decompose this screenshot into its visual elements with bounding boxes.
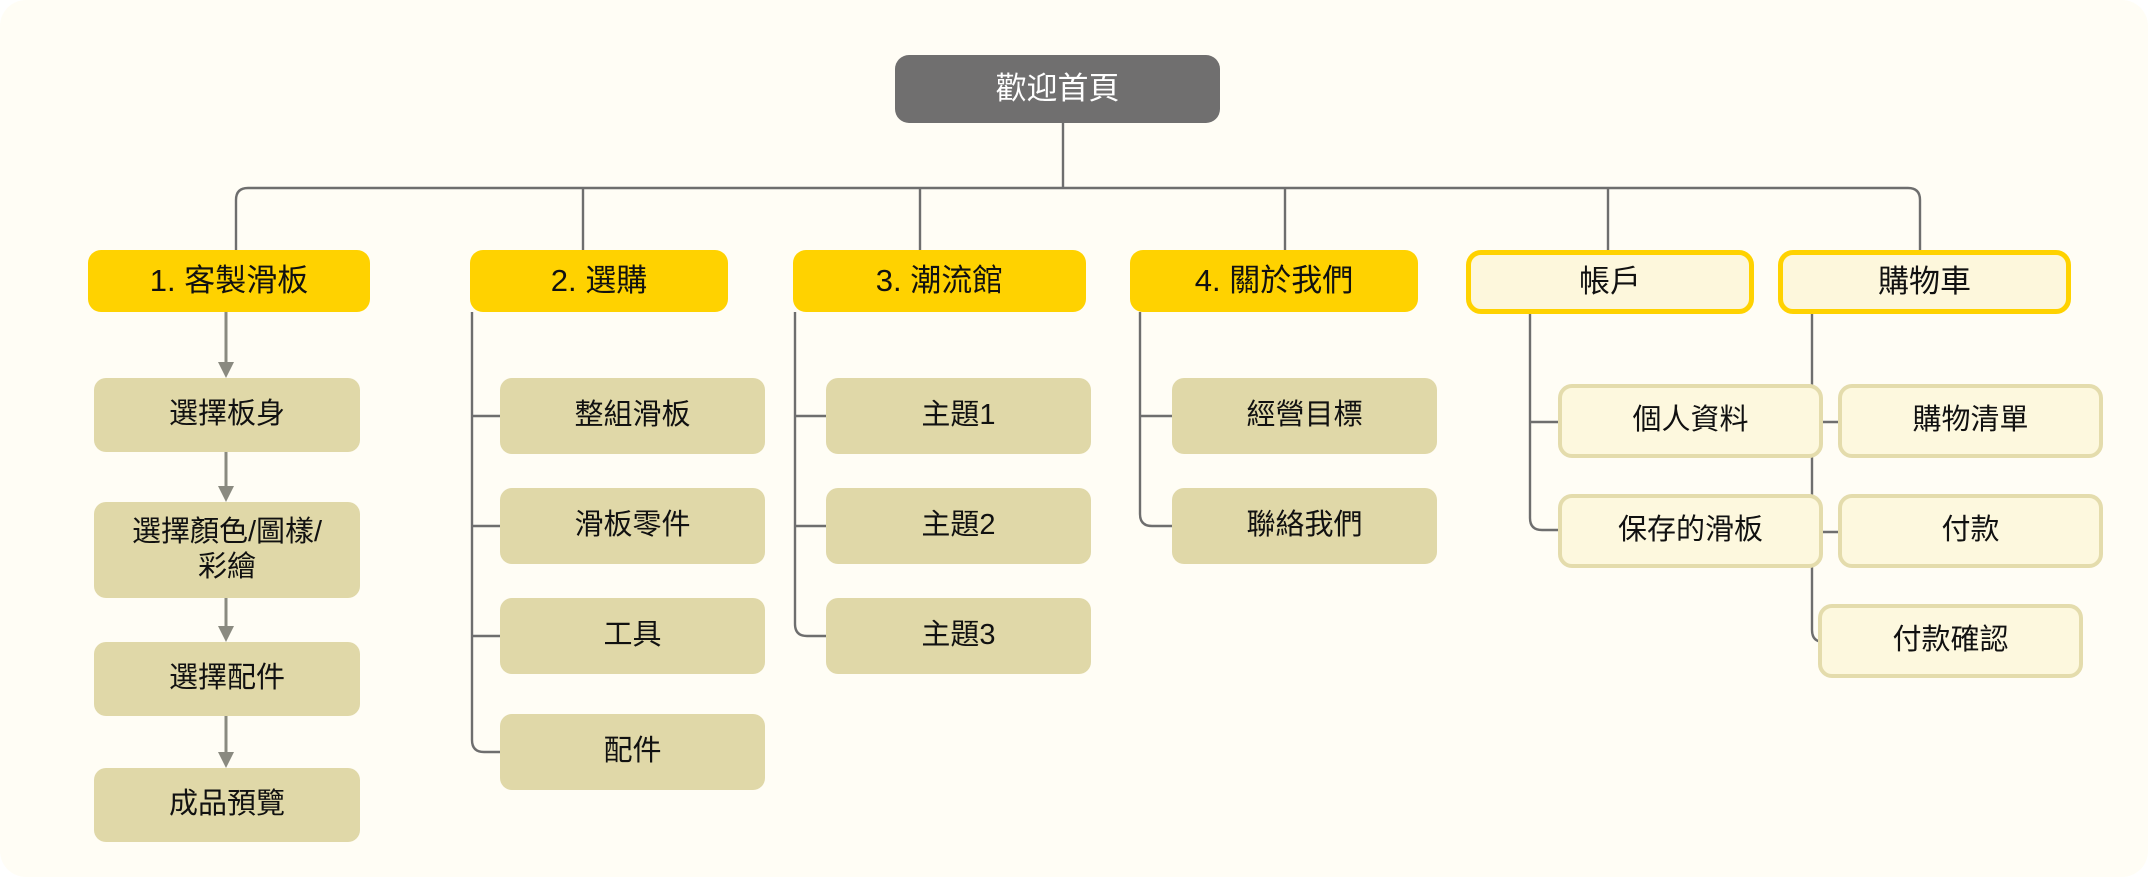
node-saved-boards[interactable]: 保存的滑板	[1558, 494, 1823, 568]
node-shop[interactable]: 2. 選購	[470, 250, 728, 312]
node-business-goals[interactable]: 經營目標	[1172, 378, 1437, 454]
node-about-us[interactable]: 4. 關於我們	[1130, 250, 1418, 312]
node-product-preview[interactable]: 成品預覽	[94, 768, 360, 842]
node-shopping-list[interactable]: 購物清單	[1838, 384, 2103, 458]
level1-bus	[234, 186, 1922, 256]
node-root-welcome[interactable]: 歡迎首頁	[895, 55, 1220, 123]
node-personal-profile[interactable]: 個人資料	[1558, 384, 1823, 458]
bracket-account-trunk	[1528, 312, 1558, 532]
node-select-deck[interactable]: 選擇板身	[94, 378, 360, 452]
node-custom-board[interactable]: 1. 客製滑板	[88, 250, 370, 312]
node-trend-hall[interactable]: 3. 潮流館	[793, 250, 1086, 312]
node-theme-1[interactable]: 主題1	[826, 378, 1091, 454]
node-shop-accessories[interactable]: 配件	[500, 714, 765, 790]
node-skateboard-parts[interactable]: 滑板零件	[500, 488, 765, 564]
node-tools[interactable]: 工具	[500, 598, 765, 674]
node-contact-us[interactable]: 聯絡我們	[1172, 488, 1437, 564]
node-select-color-pattern-paint[interactable]: 選擇顏色/圖樣/ 彩繪	[94, 502, 360, 598]
node-cart[interactable]: 購物車	[1778, 250, 2071, 314]
bracket-trend-trunk	[793, 312, 826, 638]
node-complete-skateboard[interactable]: 整組滑板	[500, 378, 765, 454]
node-theme-2[interactable]: 主題2	[826, 488, 1091, 564]
bracket-shop-trunk	[470, 312, 500, 754]
node-account[interactable]: 帳戶	[1466, 250, 1754, 314]
node-payment-confirmation[interactable]: 付款確認	[1818, 604, 2083, 678]
bracket-about-trunk	[1138, 312, 1172, 528]
node-theme-3[interactable]: 主題3	[826, 598, 1091, 674]
node-payment[interactable]: 付款	[1838, 494, 2103, 568]
node-select-accessories[interactable]: 選擇配件	[94, 642, 360, 716]
bracket-cart-trunk	[1810, 312, 1838, 644]
